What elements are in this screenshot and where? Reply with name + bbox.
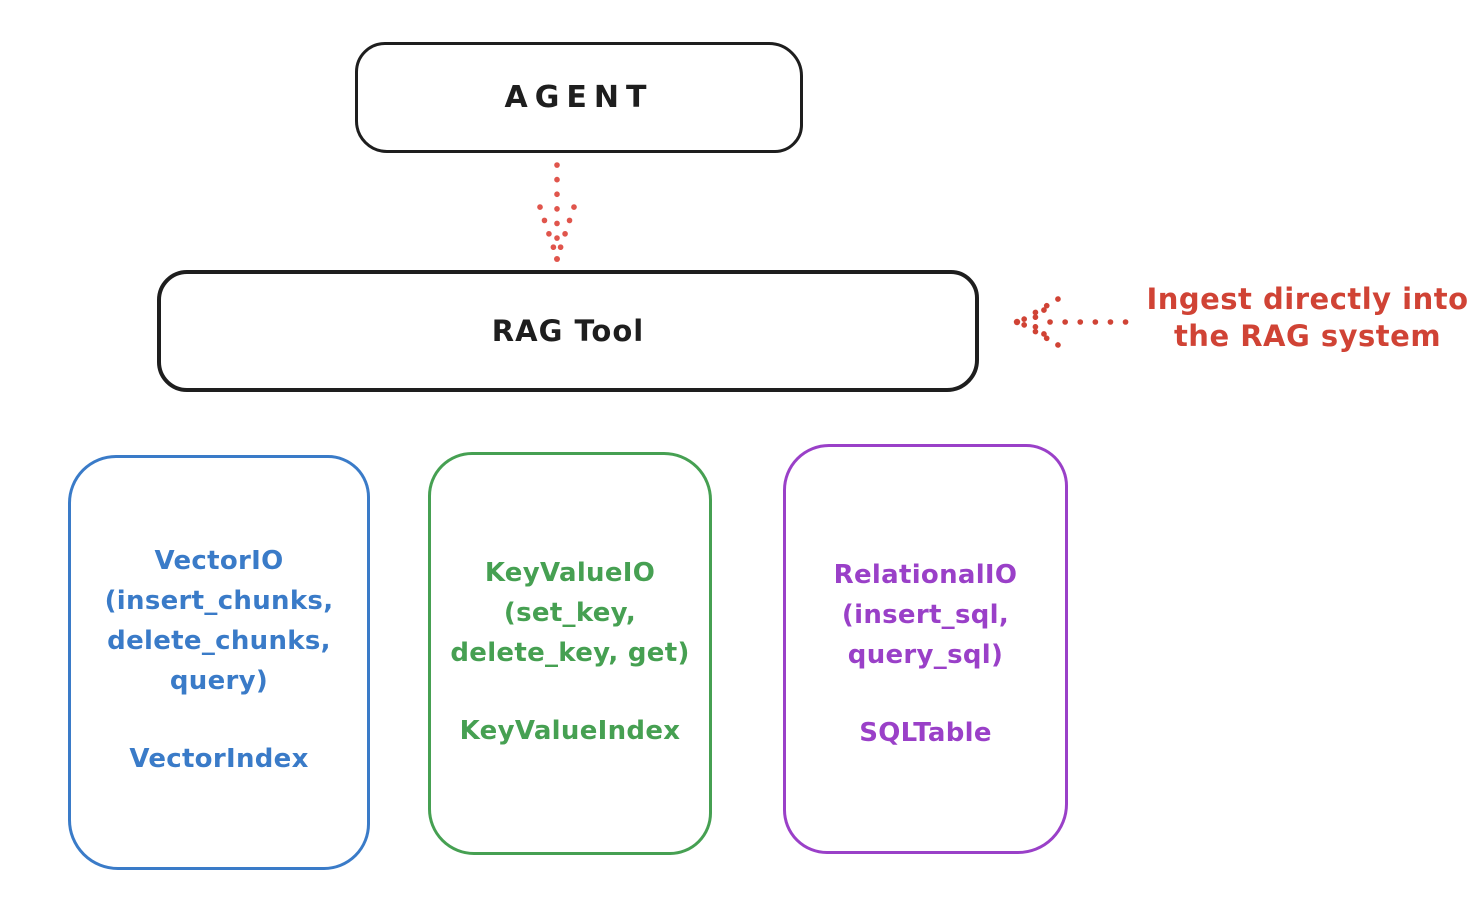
agent-box-label: AGENT [504,80,654,115]
agent-box: AGENT [355,42,803,153]
vector-io-line: (insert_chunks, [104,586,334,616]
relational-io-line: query_sql) [847,640,1004,670]
vector-io-box: VectorIO (insert_chunks, delete_chunks, … [68,455,370,870]
sql-table-label: SQLTable [859,718,992,748]
keyvalue-index-label: KeyValueIndex [459,716,681,746]
keyvalue-io-box: KeyValueIO (set_key, delete_key, get) Ke… [428,452,712,855]
dotted-arrow-left-icon [1013,296,1139,348]
keyvalue-io-line: KeyValueIO [484,558,656,588]
relational-io-line: (insert_sql, [841,600,1010,630]
vector-io-line: query) [169,666,269,696]
vector-io-line: VectorIO [154,546,284,576]
keyvalue-io-line: delete_key, get) [450,638,690,668]
ingest-annotation-line-2: the RAG system [1173,319,1442,353]
ingest-annotation: Ingest directly into the RAG system [1140,281,1475,355]
relational-io-line: RelationalIO [833,560,1018,590]
rag-tool-box-label: RAG Tool [491,314,645,348]
dotted-arrow-down-icon [537,162,577,262]
keyvalue-io-line: (set_key, [503,598,637,628]
ingest-annotation-line-1: Ingest directly into [1146,282,1469,316]
vector-io-line: delete_chunks, [107,626,331,656]
relational-io-box: RelationalIO (insert_sql, query_sql) SQL… [783,444,1068,854]
vector-index-label: VectorIndex [129,744,309,774]
rag-tool-box: RAG Tool [157,270,979,392]
